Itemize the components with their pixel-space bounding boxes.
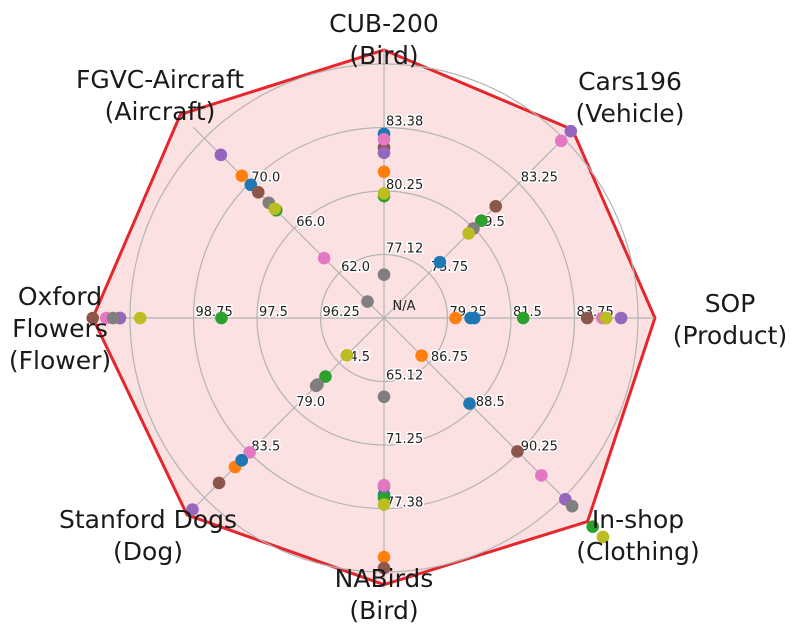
tick-label: 96.25: [323, 305, 360, 320]
tick-label: 88.5: [476, 395, 505, 410]
data-point: [243, 446, 256, 459]
data-point: [212, 476, 226, 490]
data-point: [319, 370, 332, 383]
data-point: [317, 251, 331, 265]
axis-titles: CUB-200 (Bird) Cars196 (Vehicle) SOP (Product…: [9, 9, 787, 625]
data-point: [377, 550, 391, 564]
axis-title: (Bird): [349, 41, 418, 70]
tick-label: 70.0: [251, 170, 280, 185]
data-point: [415, 349, 428, 362]
axis-title: (Flower): [9, 346, 111, 375]
data-point: [511, 445, 524, 458]
data-point: [377, 390, 391, 404]
data-point: [235, 454, 248, 467]
tick-label: 62.0: [341, 260, 370, 275]
data-point: [377, 498, 391, 511]
tick-label: 90.25: [521, 440, 558, 455]
data-point: [377, 165, 391, 179]
tick-label: 83.38: [386, 115, 423, 130]
axis-title: SOP: [705, 289, 756, 318]
tick-label: 83.5: [251, 440, 280, 455]
tick-label: 83.25: [521, 170, 558, 185]
data-point: [449, 311, 462, 325]
tick-label: 77.38: [386, 496, 423, 511]
data-point: [377, 561, 391, 575]
data-point: [186, 503, 199, 516]
data-point: [475, 214, 488, 227]
tick-label: 77.12: [386, 242, 423, 257]
axis-title: Oxford: [18, 282, 102, 311]
axis-title: In-shop: [592, 505, 684, 534]
data-point: [251, 185, 265, 199]
center-label: N/A: [393, 299, 416, 314]
data-point: [535, 469, 548, 482]
tick-label: 71.25: [386, 432, 423, 447]
axis-title: (Aircraft): [105, 97, 216, 126]
tick-label: 80.25: [386, 178, 423, 193]
data-point: [489, 199, 503, 213]
tick-label: 65.12: [386, 369, 423, 384]
data-point: [86, 311, 100, 325]
axis-title: (Product): [673, 321, 787, 350]
data-point: [377, 187, 391, 200]
tick-label: 66.0: [296, 215, 325, 230]
tick-label: 86.75: [431, 350, 468, 365]
data-point: [554, 134, 568, 148]
axis-title: FGVC-Aircraft: [76, 65, 244, 94]
axis-title: (Vehicle): [576, 99, 685, 128]
data-point: [377, 146, 391, 160]
data-point: [580, 311, 594, 325]
axis-spoke-5: [192, 317, 385, 510]
data-point: [133, 311, 147, 325]
tick-label: 97.5: [259, 305, 288, 320]
axis-title: (Clothing): [576, 537, 700, 566]
data-point: [565, 499, 579, 513]
tick-label: 79.0: [296, 395, 325, 410]
axis-spokes: [114, 48, 654, 588]
data-point: [268, 202, 282, 216]
data-point: [599, 311, 613, 325]
data-point: [564, 124, 578, 138]
data-point: [377, 132, 391, 146]
data-point: [235, 169, 249, 183]
data-point: [614, 311, 628, 325]
axis-title: (Bird): [349, 596, 418, 625]
axis-title: NABirds: [335, 564, 434, 593]
data-point: [377, 268, 391, 281]
data-point: [464, 311, 477, 325]
data-point: [516, 311, 530, 325]
axis-title: Cars196: [578, 67, 682, 96]
data-point: [586, 520, 599, 533]
data-point: [377, 478, 391, 492]
axis-title: (Dog): [113, 537, 183, 566]
data-point: [311, 378, 324, 391]
data-points: [86, 124, 628, 575]
data-point: [596, 530, 610, 544]
data-point: [215, 311, 228, 325]
data-point: [462, 227, 475, 240]
axis-title: CUB-200: [329, 9, 439, 38]
data-point: [106, 311, 120, 325]
data-point: [340, 348, 354, 362]
axis-title: Stanford Dogs: [59, 505, 237, 534]
data-point: [214, 148, 228, 162]
axis-title: Flowers: [12, 314, 108, 343]
data-point: [361, 295, 374, 308]
data-point: [433, 255, 447, 269]
data-point: [463, 397, 476, 410]
